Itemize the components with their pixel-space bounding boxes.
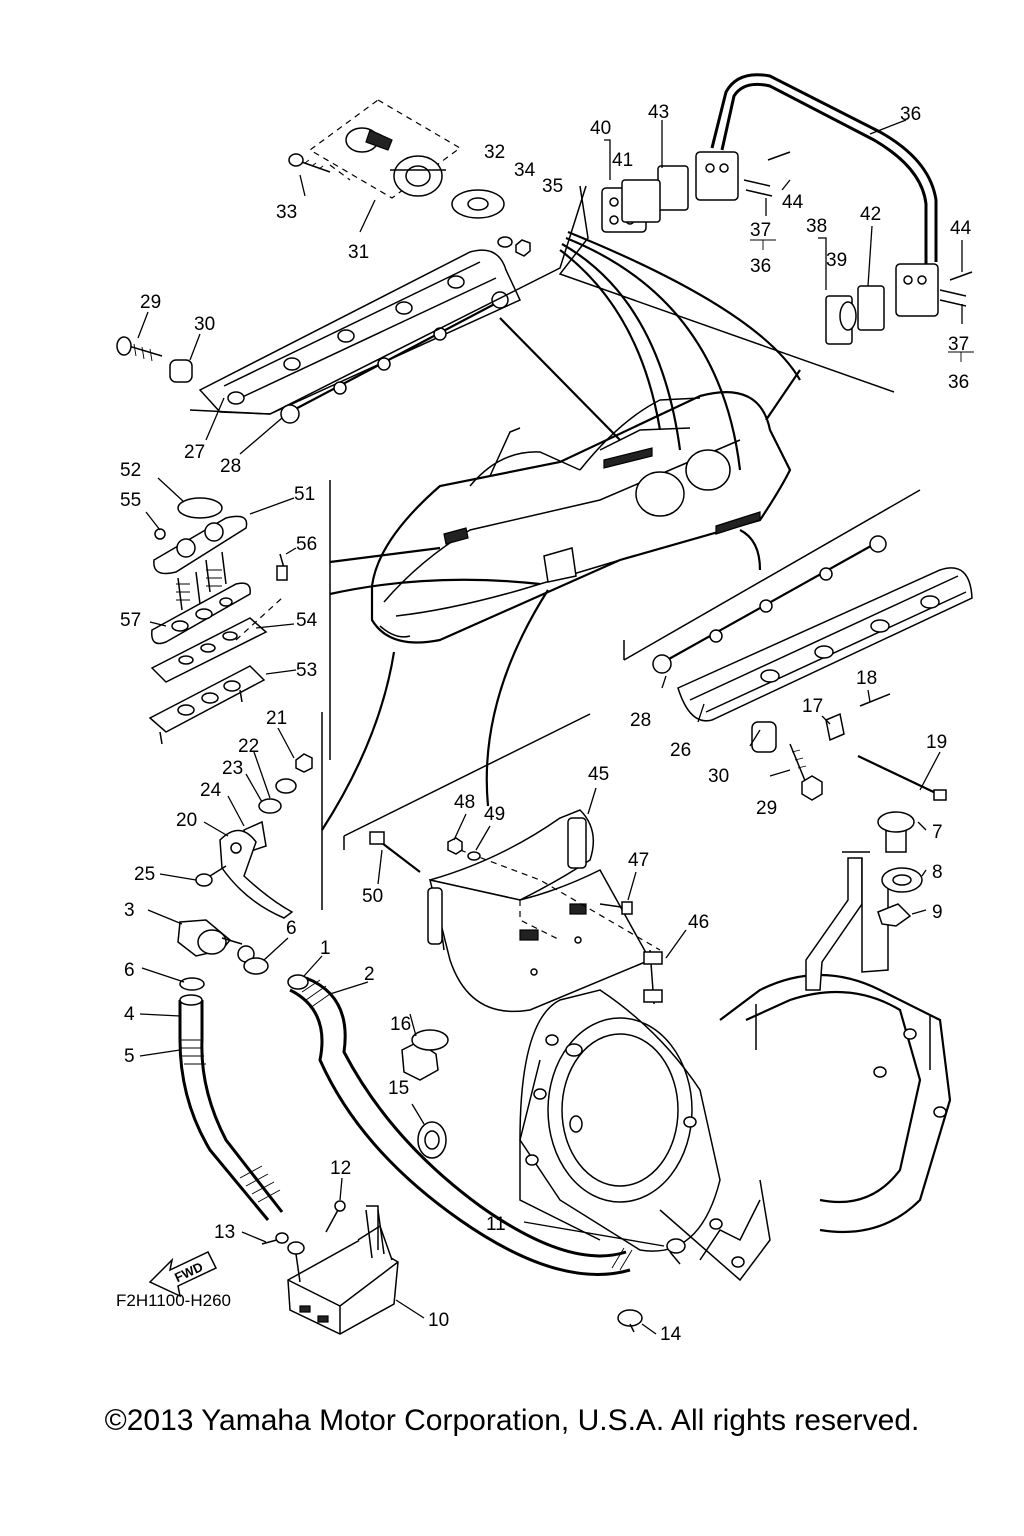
callout-35: 35 <box>542 176 563 197</box>
callout-16: 16 <box>390 1014 411 1035</box>
callout-28-upper: 28 <box>220 456 241 477</box>
cover-group <box>343 713 687 1013</box>
callout-36-mid: 36 <box>750 256 771 277</box>
figure-code: F2H1100-H260 <box>116 1291 231 1310</box>
callout-57: 57 <box>120 610 141 631</box>
callout-52: 52 <box>120 460 141 481</box>
callout-46: 46 <box>688 912 709 933</box>
callout-53: 53 <box>296 660 317 681</box>
callout-10: 10 <box>428 1310 449 1331</box>
callout-36-right: 36 <box>948 372 969 393</box>
callout-14: 14 <box>660 1324 682 1345</box>
callout-22: 22 <box>238 736 259 757</box>
grab-handle-group <box>159 727 313 919</box>
callout-49: 49 <box>484 804 505 825</box>
callout-17: 17 <box>802 696 823 717</box>
callout-55: 55 <box>120 490 141 511</box>
callout-47: 47 <box>628 850 649 871</box>
callout-43: 43 <box>648 102 669 123</box>
callout-30-lower: 30 <box>708 766 729 787</box>
callout-9: 9 <box>932 902 943 923</box>
callout-2: 2 <box>364 964 375 985</box>
connection-lines <box>321 185 895 910</box>
callout-4: 4 <box>124 1004 135 1025</box>
callout-37-right: 37 <box>948 334 969 355</box>
callout-31: 31 <box>348 242 369 263</box>
callout-7: 7 <box>932 822 943 843</box>
callout-23: 23 <box>222 758 243 779</box>
lower-rail-group <box>623 489 973 801</box>
callout-26: 26 <box>670 740 691 761</box>
watercraft-hull <box>370 391 792 644</box>
callout-54: 54 <box>296 610 318 631</box>
callout-33: 33 <box>276 202 297 223</box>
callout-44-mid: 44 <box>782 192 804 213</box>
callout-50: 50 <box>362 886 383 907</box>
hose-group <box>139 909 633 1276</box>
callout-11: 11 <box>486 1214 506 1235</box>
callout-labels: 1 2 3 4 5 6 6 7 8 9 10 11 12 13 14 15 16… <box>116 102 972 1345</box>
callout-45: 45 <box>588 764 609 785</box>
callout-44-right: 44 <box>950 218 972 239</box>
callout-56: 56 <box>296 534 317 555</box>
callout-1: 1 <box>320 938 331 959</box>
callout-21: 21 <box>266 708 287 729</box>
callout-15: 15 <box>388 1078 409 1099</box>
callout-12: 12 <box>330 1158 351 1179</box>
callout-19: 19 <box>926 732 947 753</box>
callout-3: 3 <box>124 900 135 921</box>
callout-32: 32 <box>484 142 505 163</box>
callout-48: 48 <box>454 792 475 813</box>
callout-13: 13 <box>214 1222 235 1243</box>
callout-38: 38 <box>806 216 827 237</box>
callout-27: 27 <box>184 442 205 463</box>
pump-housing-group <box>401 811 952 1335</box>
callout-28-lower: 28 <box>630 710 651 731</box>
callout-18: 18 <box>856 668 877 689</box>
copyright-notice: ©2013 Yamaha Motor Corporation, U.S.A. A… <box>104 1404 920 1437</box>
callout-37-mid: 37 <box>750 220 771 241</box>
callout-42: 42 <box>860 204 881 225</box>
callout-40: 40 <box>590 118 611 139</box>
vent-cover-group <box>145 477 297 745</box>
callout-51: 51 <box>294 484 315 505</box>
callout-8: 8 <box>932 862 943 883</box>
callout-25: 25 <box>134 864 155 885</box>
callout-30-upper: 30 <box>194 314 215 335</box>
callout-6-right: 6 <box>286 918 297 939</box>
callout-29-upper: 29 <box>140 292 161 313</box>
control-unit-group <box>241 1177 425 1335</box>
callout-24: 24 <box>200 780 222 801</box>
upper-rail-group <box>116 185 587 455</box>
callout-20: 20 <box>176 810 197 831</box>
callout-5: 5 <box>124 1046 135 1067</box>
callout-34: 34 <box>514 160 536 181</box>
callout-29-lower: 29 <box>756 798 777 819</box>
callout-6-left: 6 <box>124 960 135 981</box>
callout-39: 39 <box>826 250 847 271</box>
valve-assembly-group <box>288 99 531 257</box>
fwd-arrow-icon <box>148 1251 218 1298</box>
callout-41: 41 <box>612 150 633 171</box>
handle-bar-group <box>601 73 974 362</box>
callout-36-top: 36 <box>900 104 921 125</box>
